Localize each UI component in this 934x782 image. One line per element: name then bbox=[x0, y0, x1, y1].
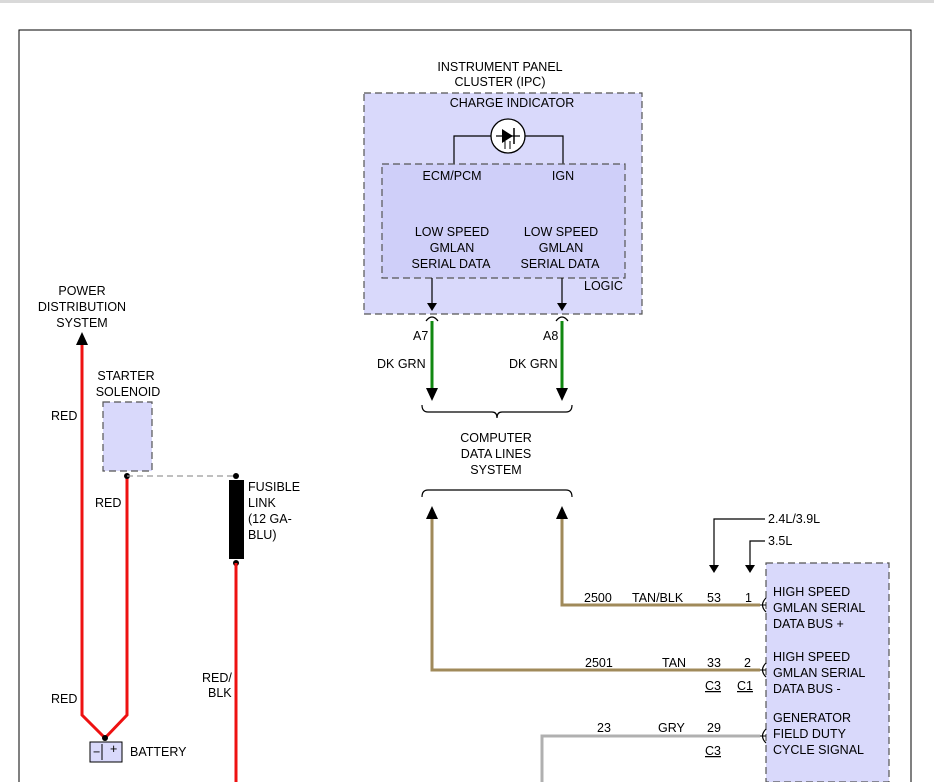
arrow-up-icon bbox=[426, 506, 438, 519]
starter-line2: SOLENOID bbox=[96, 385, 161, 399]
ipc-right-line1: LOW SPEED bbox=[524, 225, 598, 239]
fusible-line2: LINK bbox=[248, 496, 276, 510]
red-wire-starter bbox=[103, 476, 129, 740]
battery-plus-sign: + bbox=[110, 742, 117, 756]
pin-1-label: 1 bbox=[745, 591, 752, 605]
red-lower-label: RED bbox=[51, 692, 77, 706]
pin-2-label: 2 bbox=[744, 656, 751, 670]
connector-a8-icon bbox=[555, 316, 569, 322]
pin-29-label: 29 bbox=[707, 721, 721, 735]
cdls-line1: COMPUTER bbox=[460, 431, 532, 445]
hs-minus-line3: DATA BUS - bbox=[773, 682, 841, 696]
engine-option-arrow-24-39 bbox=[709, 518, 765, 573]
cdls-line3: SYSTEM bbox=[470, 463, 521, 477]
pin-a7-label: A7 bbox=[413, 329, 428, 343]
connector-c3-label: C3 bbox=[705, 679, 721, 693]
tan-wire bbox=[430, 519, 760, 672]
red-upper-label: RED bbox=[51, 409, 77, 423]
power-dist-line2: DISTRIBUTION bbox=[38, 300, 126, 314]
fusible-line3: (12 GA- bbox=[248, 512, 292, 526]
ign-label: IGN bbox=[552, 169, 574, 183]
gry-label: GRY bbox=[658, 721, 686, 735]
circuit-2501-label: 2501 bbox=[585, 656, 613, 670]
circuit-2500-label: 2500 bbox=[584, 591, 612, 605]
power-dist-line3: SYSTEM bbox=[56, 316, 107, 330]
logic-label: LOGIC bbox=[584, 279, 623, 293]
cdls-top-brace bbox=[421, 404, 573, 419]
red-mid-label: RED bbox=[95, 496, 121, 510]
hs-plus-line2: GMLAN SERIAL bbox=[773, 601, 865, 615]
gen-field-line3: CYCLE SIGNAL bbox=[773, 743, 864, 757]
ipc-left-line3: SERIAL DATA bbox=[412, 257, 492, 271]
engine-24-39-label: 2.4L/3.9L bbox=[768, 512, 820, 526]
arrow-up-icon bbox=[76, 332, 88, 345]
starter-solenoid-box bbox=[102, 401, 153, 472]
top-bar bbox=[0, 0, 934, 3]
dk-grn-right-label: DK GRN bbox=[509, 357, 558, 371]
pin-a8-label: A8 bbox=[543, 329, 558, 343]
charge-indicator-label: CHARGE INDICATOR bbox=[450, 96, 575, 110]
red-blk-line1: RED/ bbox=[202, 671, 232, 685]
red-wire-power bbox=[80, 345, 107, 740]
hs-minus-line1: HIGH SPEED bbox=[773, 650, 850, 664]
power-dist-line1: POWER bbox=[58, 284, 105, 298]
generator-module-box bbox=[765, 562, 890, 782]
ipc-title-line2: CLUSTER (IPC) bbox=[455, 75, 546, 89]
page-frame bbox=[18, 29, 912, 782]
cdls-bottom-brace bbox=[421, 489, 573, 498]
cdls-line2: DATA LINES bbox=[461, 447, 531, 461]
pin-33-label: 33 bbox=[707, 656, 721, 670]
engine-option-arrow-35 bbox=[745, 540, 765, 573]
pin-53-label: 53 bbox=[707, 591, 721, 605]
ecm-pcm-label: ECM/PCM bbox=[422, 169, 481, 183]
hs-plus-line3: DATA BUS + bbox=[773, 617, 844, 631]
gen-field-line2: FIELD DUTY bbox=[773, 727, 847, 741]
circuit-23-label: 23 bbox=[597, 721, 611, 735]
ipc-title-line1: INSTRUMENT PANEL bbox=[437, 60, 562, 74]
tan-blk-label: TAN/BLK bbox=[632, 591, 684, 605]
ipc-right-line3: SERIAL DATA bbox=[521, 257, 601, 271]
red-blk-line2: BLK bbox=[208, 686, 232, 700]
battery-minus-sign: − bbox=[93, 745, 100, 759]
gen-field-line1: GENERATOR bbox=[773, 711, 851, 725]
battery-icon: − + bbox=[89, 741, 123, 763]
gry-wire bbox=[540, 734, 760, 782]
ipc-left-line2: GMLAN bbox=[430, 241, 474, 255]
ipc-right-line2: GMLAN bbox=[539, 241, 583, 255]
charge-indicator-led-icon bbox=[490, 118, 526, 154]
tan-blk-wire bbox=[560, 519, 760, 607]
starter-line1: STARTER bbox=[97, 369, 154, 383]
connector-c3-label-2: C3 bbox=[705, 744, 721, 758]
ipc-logic-box bbox=[381, 163, 626, 279]
battery-label: BATTERY bbox=[130, 745, 187, 759]
arrow-down-icon bbox=[556, 388, 568, 401]
ipc-left-line1: LOW SPEED bbox=[415, 225, 489, 239]
engine-35-label: 3.5L bbox=[768, 534, 792, 548]
hs-minus-line2: GMLAN SERIAL bbox=[773, 666, 865, 680]
arrow-down-icon bbox=[426, 388, 438, 401]
hs-plus-line1: HIGH SPEED bbox=[773, 585, 850, 599]
connector-c1-label: C1 bbox=[737, 679, 753, 693]
arrow-up-icon bbox=[556, 506, 568, 519]
connector-a7-icon bbox=[425, 316, 439, 322]
fusible-link-icon bbox=[229, 480, 244, 559]
tan-label: TAN bbox=[662, 656, 686, 670]
dk-grn-left-label: DK GRN bbox=[377, 357, 426, 371]
fusible-line1: FUSIBLE bbox=[248, 480, 300, 494]
fusible-line4: BLU) bbox=[248, 528, 276, 542]
